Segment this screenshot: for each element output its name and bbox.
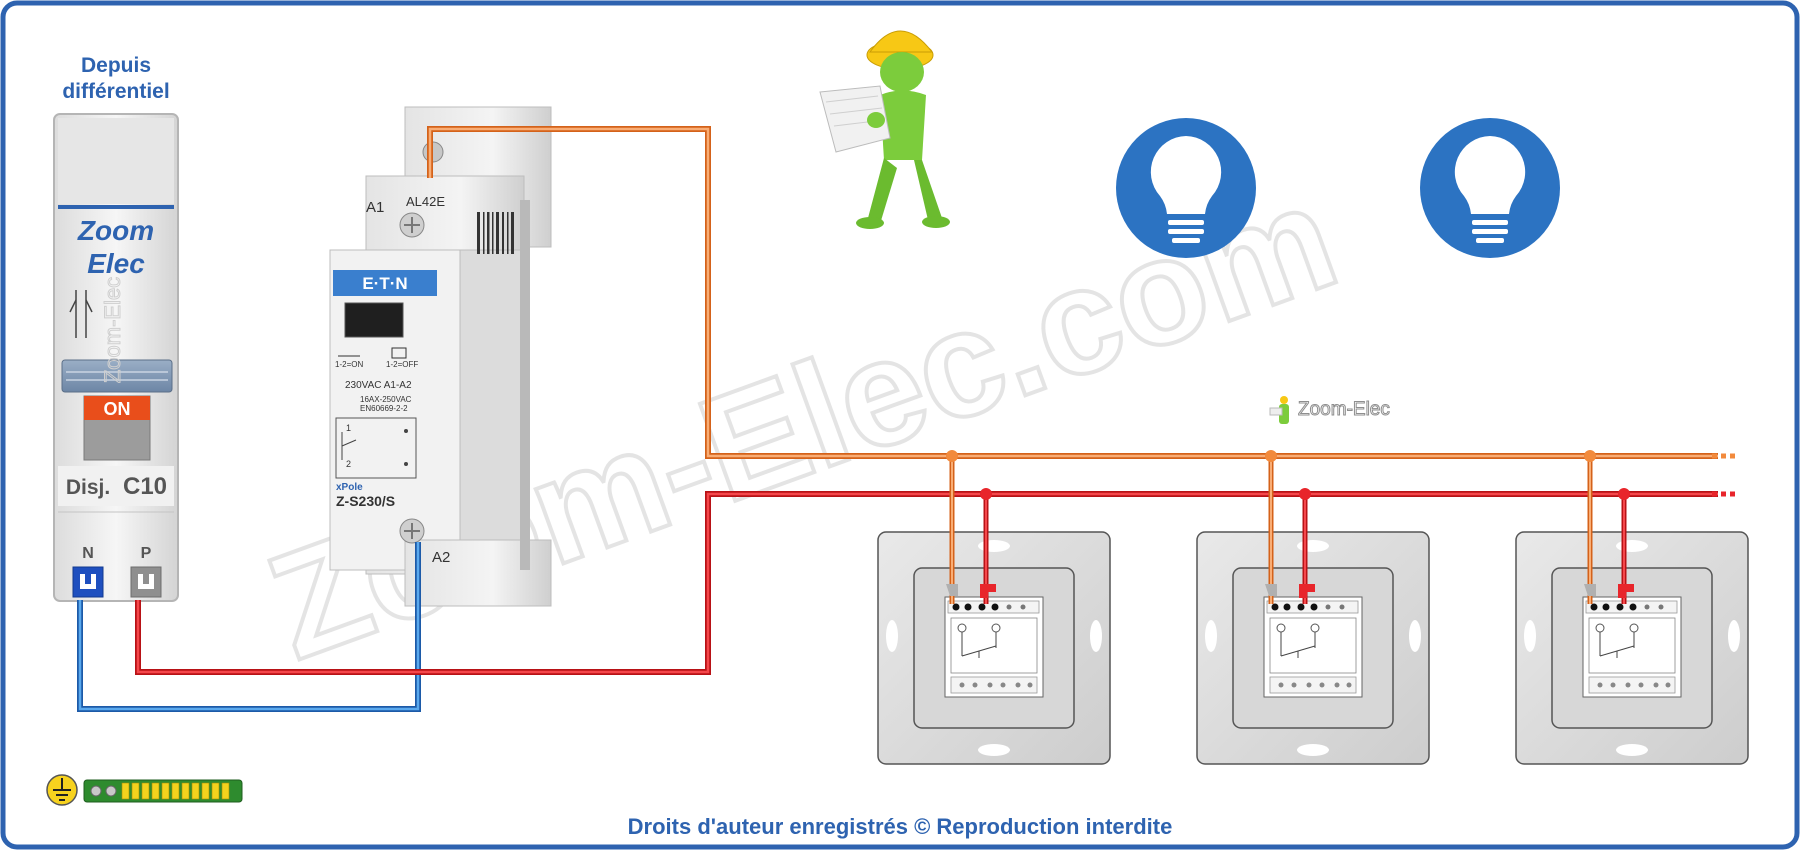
relay-barcode (477, 212, 514, 254)
ground-terminal-bar (83, 779, 243, 803)
lamp-2 (1420, 118, 1560, 258)
terminal-p-label: P (141, 545, 152, 562)
worker-icon (819, 30, 950, 229)
breaker-brand-line1: Zoom (77, 215, 154, 246)
breaker-status-text: ON (104, 399, 131, 419)
breaker-slider[interactable] (61, 359, 173, 393)
small-logo: Zoom-Elec (1269, 396, 1390, 424)
relay-standard: EN60669-2-2 (360, 404, 408, 413)
relay-brand-strip (333, 270, 437, 296)
relay-dark-strip (520, 200, 530, 570)
breaker-header-line2: différentiel (62, 80, 169, 103)
footer-copyright: Droits d'auteur enregistrés © Reproducti… (628, 814, 1173, 839)
small-logo-text: Zoom-Elec (1298, 399, 1390, 420)
relay-model: Z-S230/S (336, 493, 395, 509)
breaker-rating-area (58, 466, 174, 506)
relay-contact-2: 2 (346, 459, 351, 469)
relay-side-panel (459, 249, 525, 571)
breaker-status-badge (84, 396, 150, 420)
relay-label-off: 1-2=OFF (386, 360, 418, 369)
lamp-1 (1116, 118, 1256, 258)
earth-ground-icon (46, 774, 78, 806)
circuit-breaker: Depuis différentiel Zoom Elec ON Disj. C… (53, 54, 179, 602)
impulse-relay: A1 A2 AL42E E·T·N 1-2=ON 1-2=OFF 230VAC … (329, 106, 552, 607)
relay-terminal-a2: A2 (432, 549, 450, 566)
terminal-p[interactable] (130, 566, 162, 598)
relay-terminal-a1: A1 (366, 199, 384, 216)
breaker-top-cap (58, 118, 174, 204)
terminal-n-label: N (82, 545, 94, 562)
push-button-1[interactable] (877, 450, 1111, 765)
wires (77, 126, 1735, 712)
relay-contact-spec: 16AX-250VAC (360, 395, 412, 404)
breaker-vertical-watermark: Zoom-Elec (100, 277, 125, 383)
breaker-brand-line2: Elec (87, 248, 145, 279)
relay-manual-button[interactable] (344, 302, 404, 338)
relay-contact-1: 1 (346, 423, 351, 433)
breaker-rating-value: C10 (123, 473, 167, 500)
breaker-rating-prefix: Disj. (66, 476, 110, 499)
relay-contact-diagram (335, 417, 417, 479)
relay-series: xPole (336, 482, 363, 493)
relay-coil-spec: 230VAC A1-A2 (345, 380, 412, 391)
relay-model-code: AL42E (406, 194, 445, 209)
terminal-n[interactable] (72, 566, 104, 598)
breaker-switch-symbol-icon (69, 290, 93, 338)
relay-brand: E·T·N (362, 274, 407, 293)
breaker-header-line1: Depuis (81, 54, 151, 77)
relay-label-on: 1-2=ON (335, 360, 363, 369)
